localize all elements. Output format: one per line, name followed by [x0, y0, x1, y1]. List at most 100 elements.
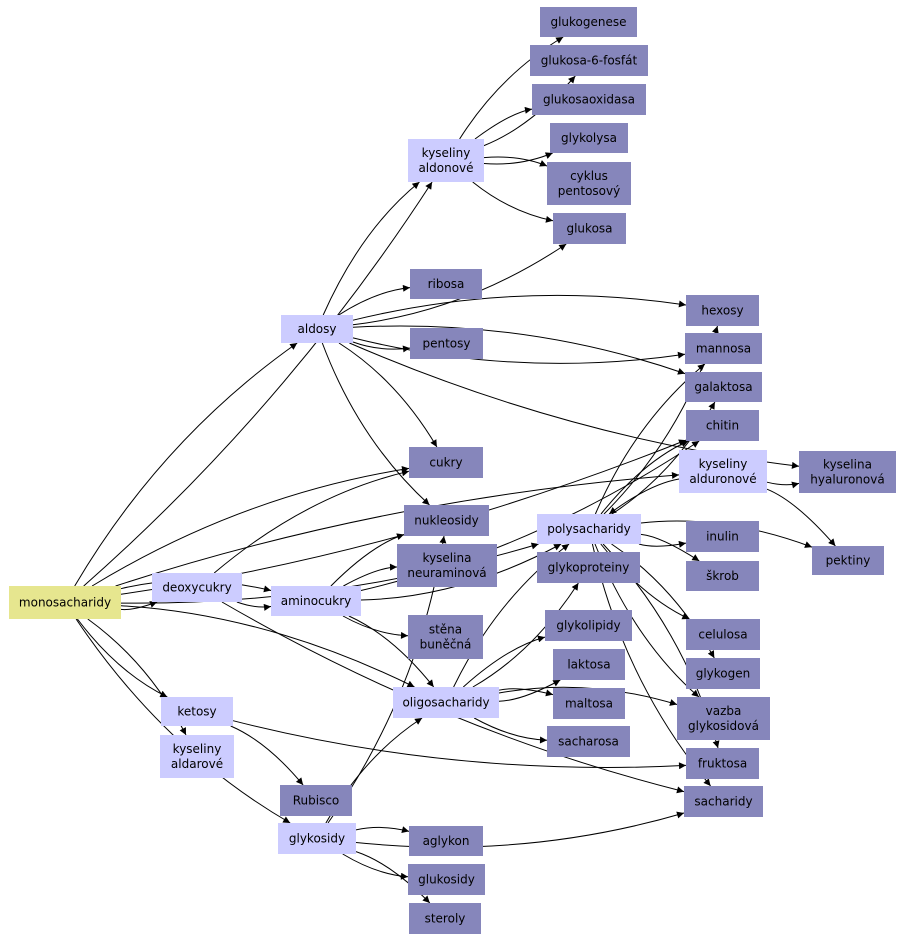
node-label: mannosa [696, 342, 751, 356]
node-glykolipidy: glykolipidy [545, 610, 632, 641]
node-steroly: steroly [409, 903, 481, 934]
edge-oligosacharidy-to-sacharosa [473, 717, 548, 744]
node-box [397, 544, 497, 587]
node-label: kyselina [423, 551, 472, 565]
node-skrob: škrob [686, 561, 759, 591]
node-label: kyseliny [699, 457, 748, 471]
node-glukosa: glukosa [553, 213, 626, 244]
node-oligosacharidy: oligosacharidy [393, 687, 499, 718]
node-box [684, 786, 763, 817]
node-sacharosa: sacharosa [547, 726, 630, 757]
node-pektiny: pektiny [812, 546, 884, 575]
edge-monosacharidy-to-kyseliny-aldonove [83, 181, 433, 587]
node-label: cyklus [570, 169, 608, 183]
node-box [686, 748, 759, 779]
node-label: aglykon [423, 834, 470, 848]
edge-deoxycukry-to-cukry [213, 469, 410, 574]
node-label: kyseliny [422, 146, 471, 160]
node-glykoproteiny: glykoproteiny [537, 552, 640, 583]
node-box [553, 688, 625, 719]
node-label: buněčná [420, 638, 472, 652]
node-label: cukry [429, 456, 462, 470]
node-box [553, 213, 626, 244]
edge-aminocukry-to-oligosacharidy [348, 615, 435, 688]
edge-monosacharidy-to-kyseliny-alduronove [115, 471, 680, 587]
node-aglykon: aglykon [409, 826, 483, 856]
node-label: hyaluronová [810, 473, 884, 487]
node-celulosa: celulosa [686, 619, 760, 650]
edge-polysacharidy-to-inulin [638, 540, 687, 548]
node-label: škrob [706, 569, 739, 583]
edge-aldosy-to-kyseliny-aldonove [322, 181, 420, 316]
node-box [686, 561, 759, 591]
node-label: glykolysa [561, 131, 617, 145]
node-label: aldonové [418, 161, 473, 175]
node-label: glykoproteiny [548, 561, 630, 575]
node-box [278, 823, 356, 854]
node-label: pentosový [558, 184, 620, 198]
node-box [160, 735, 234, 778]
edge-ketosy-to-rubisco [230, 725, 304, 786]
node-label: glykolipidy [556, 619, 620, 633]
node-label: pektiny [826, 554, 871, 568]
node-mannosa: mannosa [685, 333, 762, 364]
node-box [161, 697, 233, 726]
node-label: glukogenese [550, 15, 626, 29]
edge-aldosy-to-ribosa [338, 284, 411, 316]
node-glykogen: glykogen [686, 658, 760, 689]
node-ketosy: ketosy [161, 697, 233, 726]
node-layer: monosacharidydeoxycukryaminocukryketosyk… [9, 7, 896, 934]
node-box [812, 546, 884, 575]
edge-oligosacharidy-to-glykoproteiny [472, 582, 579, 688]
node-box [545, 610, 632, 641]
node-glukogenese: glukogenese [540, 7, 637, 37]
node-label: glukosidy [418, 873, 475, 887]
node-maltosa: maltosa [553, 688, 625, 719]
node-label: ribosa [428, 277, 465, 291]
node-sacharidy: sacharidy [684, 786, 763, 817]
node-label: laktosa [567, 658, 610, 672]
node-label: sacharidy [694, 795, 752, 809]
node-box [408, 139, 484, 182]
node-box [686, 619, 760, 650]
node-aminocukry: aminocukry [271, 586, 361, 616]
node-box [550, 123, 628, 153]
node-monosacharidy: monosacharidy [9, 586, 121, 619]
edge-glykosidy-to-steroly [355, 851, 431, 904]
node-label: glukosa [566, 222, 612, 236]
node-label: chitin [706, 419, 739, 433]
edge-kyseliny-alduronove-to-pektiny [766, 488, 836, 547]
node-label: ketosy [177, 705, 216, 719]
node-aldosy: aldosy [281, 315, 353, 343]
edge-kyseliny-alduronove-to-kyselina-hyaluronova [766, 481, 800, 489]
node-box [553, 649, 625, 680]
node-hexosy: hexosy [686, 295, 759, 326]
node-label: glukosa-6-fosfát [541, 54, 638, 68]
node-label: maltosa [565, 697, 613, 711]
node-glukosaoxidasa: glukosaoxidasa [532, 84, 646, 115]
node-box [799, 451, 896, 493]
node-label: galaktosa [694, 380, 752, 394]
node-box [408, 615, 483, 659]
node-box [686, 658, 760, 689]
edge-kyseliny-aldonove-to-cyklus-pentosovy [483, 156, 548, 167]
edge-oligosacharidy-to-vazba-glykosidova [498, 686, 678, 706]
node-box [281, 315, 353, 343]
node-glukosidy: glukosidy [408, 864, 485, 895]
node-glykolysa: glykolysa [550, 123, 628, 153]
node-box [686, 521, 759, 552]
node-label: sacharosa [558, 735, 619, 749]
edge-glykosidy-to-sacharidy [355, 811, 685, 848]
edge-glykosidy-to-aglykon [355, 826, 410, 834]
node-ribosa: ribosa [410, 269, 482, 299]
node-label: oligosacharidy [402, 696, 489, 710]
node-label: glykosidová [688, 719, 759, 733]
node-label: steroly [425, 912, 466, 926]
node-label: aldarové [171, 757, 223, 771]
edge-aminocukry-to-nukleosidy [330, 533, 405, 587]
node-label: glykosidy [289, 832, 345, 846]
